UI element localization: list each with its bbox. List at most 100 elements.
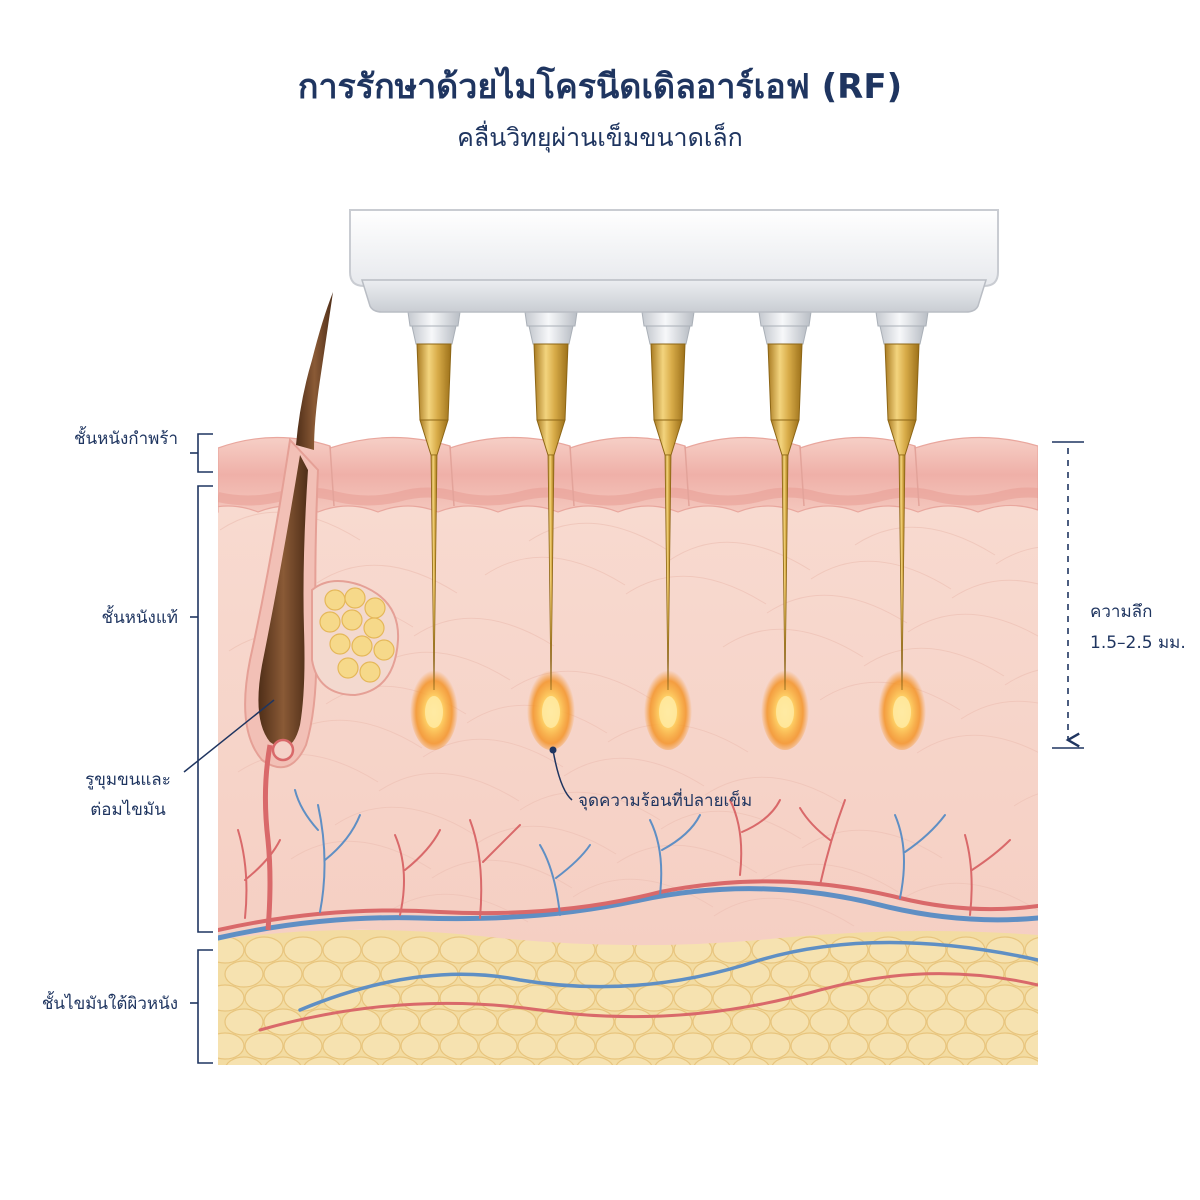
gland-lobule	[363, 617, 385, 639]
fat-cell	[380, 1008, 420, 1036]
vessel-branch	[799, 799, 846, 886]
fat-cell	[907, 984, 947, 1012]
label-depth-line2: 1.5–2.5 มม.	[1090, 633, 1186, 653]
needle-hub	[416, 343, 452, 421]
handpiece-body	[349, 209, 999, 287]
needle-collar	[762, 325, 808, 345]
skin-cross-section	[218, 436, 1082, 1065]
fat-cell	[595, 984, 635, 1012]
hair-shaft	[296, 292, 333, 450]
collagen-fiber	[378, 772, 520, 802]
fat-cell	[946, 984, 986, 1012]
fat-cell	[224, 960, 264, 988]
fat-cell	[1044, 1009, 1082, 1035]
needle-cap	[524, 311, 578, 327]
fat-cell	[576, 1056, 614, 1065]
label-follicle-line2: ต่อมไขมัน	[90, 799, 166, 820]
vessel-branch	[729, 799, 781, 876]
vessel-branch	[294, 789, 361, 913]
needle-hub	[884, 343, 920, 421]
collagen-fiber	[951, 579, 1038, 599]
collagen-fiber	[1004, 669, 1038, 686]
fat-cell	[342, 1056, 380, 1065]
fat-cell	[303, 1056, 341, 1065]
collagen-fiber	[563, 757, 705, 787]
subtitle: คลื่นวิทยุผ่านเข็มขนาดเล็ก	[457, 120, 743, 153]
label-depth-line1: ความลึก	[1090, 602, 1152, 622]
fat-cell	[926, 1008, 966, 1036]
needle-collar	[879, 325, 925, 345]
fat-cell	[712, 1032, 752, 1060]
vessel-trunk	[218, 886, 1038, 941]
collagen-fiber	[625, 575, 767, 605]
fat-cell	[575, 960, 615, 988]
fat-cell	[849, 1056, 887, 1065]
fat-cell	[439, 1032, 479, 1060]
gland-lobule	[373, 639, 395, 661]
collagen-fiber	[528, 522, 670, 552]
fat-cell	[283, 1032, 323, 1060]
fat-cell	[810, 1056, 848, 1065]
heat-core	[893, 696, 911, 728]
fat-cell	[848, 1008, 888, 1036]
fat-cell	[751, 1032, 791, 1060]
sebaceous-gland	[311, 580, 400, 697]
fat-cell	[653, 1008, 693, 1036]
needle-collar	[645, 325, 691, 345]
collagen-fiber	[863, 647, 1005, 677]
gland-lobule	[351, 635, 373, 657]
needle-shaft	[898, 454, 906, 691]
collagen-fiber	[290, 840, 432, 870]
collagen-fiber	[810, 560, 952, 590]
collagen-fiber	[660, 810, 802, 840]
epidermis-basal-band	[218, 487, 1038, 506]
gland-lobule	[319, 611, 341, 633]
collagen-fiber	[757, 863, 899, 893]
heat-core	[776, 696, 794, 728]
fat-cell	[302, 960, 342, 988]
fat-cell	[400, 1032, 440, 1060]
gland-lobule	[341, 609, 363, 631]
fat-cell	[264, 1056, 302, 1065]
microneedle	[875, 311, 929, 691]
microneedles	[407, 311, 929, 691]
vessel-branch	[469, 819, 521, 919]
fat-cell	[225, 1056, 263, 1065]
needle-shaft	[781, 454, 789, 691]
needle-shaft	[547, 454, 555, 691]
fat-cell	[244, 984, 284, 1012]
collagen-fiber	[334, 806, 476, 836]
epidermis-divider	[569, 445, 575, 507]
needle-hub	[533, 343, 569, 421]
fat-cell	[946, 1032, 986, 1060]
fat-cell	[614, 1008, 654, 1036]
vessel-branch	[237, 829, 281, 919]
collagen-fiber	[519, 791, 661, 821]
collagen-fiber	[801, 829, 943, 859]
dermis-layer	[218, 462, 1038, 946]
needle-hub	[650, 343, 686, 421]
fat-cell	[888, 1056, 926, 1065]
fat-cell	[244, 936, 284, 964]
fat-cell	[1004, 1008, 1038, 1036]
label-epidermis: ชั้นหนังกำพร้า	[74, 426, 178, 449]
fat-cell	[302, 1008, 342, 1036]
collagen-fiber	[713, 897, 855, 927]
fat-cell	[634, 1032, 674, 1060]
fat-cell	[673, 1032, 713, 1060]
collagen-fiber	[572, 878, 714, 908]
fat-cell	[868, 984, 908, 1012]
fat-cell	[536, 960, 576, 988]
gland-lobule	[337, 657, 359, 679]
needle-cap	[875, 311, 929, 327]
fat-cell	[1024, 985, 1038, 1011]
collagen-fiber	[1013, 793, 1038, 807]
fat-cell	[673, 984, 713, 1012]
fat-cell	[536, 1008, 576, 1036]
fat-cell	[400, 984, 440, 1012]
fat-cell	[498, 1056, 536, 1065]
handpiece-rail	[360, 279, 988, 313]
fat-cell	[829, 936, 869, 964]
needle-cap	[407, 311, 461, 327]
